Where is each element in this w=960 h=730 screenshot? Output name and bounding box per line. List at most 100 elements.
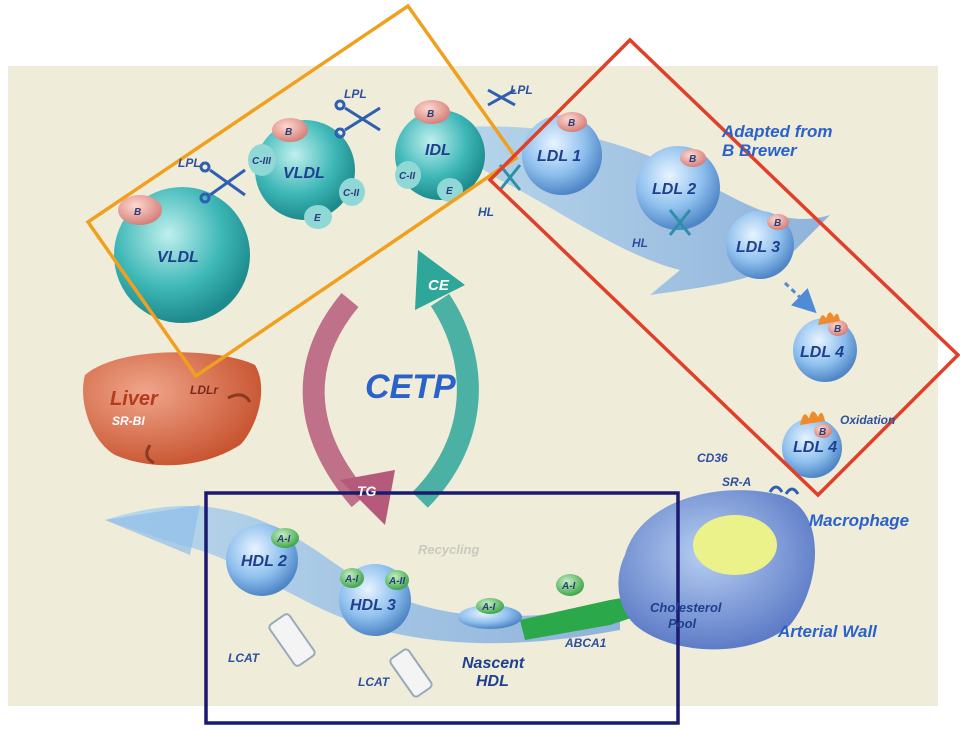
apo-a1-marker [476, 598, 504, 614]
apo-b-marker [828, 320, 848, 336]
apo-b-marker [272, 118, 308, 142]
ldl4-label: LDL 4 [800, 344, 844, 361]
oxidation-flame-icon [818, 312, 840, 325]
lcat-syringe-icon [268, 613, 316, 667]
vldl-large-label: VLDL [157, 249, 199, 266]
apo-b-marker [767, 214, 789, 230]
hdl2-label: HDL 2 [241, 553, 287, 570]
ldlr-receptor-icon [227, 393, 252, 403]
oxidation-flame-icon [800, 411, 825, 425]
apo-c2-label: C-II [343, 188, 359, 199]
apo-b-label: B [285, 127, 292, 138]
ldl1-label: LDL 1 [537, 148, 581, 165]
apo-b-marker [680, 149, 706, 167]
cetp-label: CETP [365, 368, 456, 406]
arterial-wall-label: Arterial Wall [777, 622, 878, 641]
source-credit-line1: Adapted from [721, 122, 833, 141]
apo-a1-marker [340, 568, 364, 588]
apo-e-label: E [314, 213, 321, 224]
apo-a1-label: A-I [481, 602, 496, 613]
apo-c3-label: C-III [252, 156, 271, 167]
nascent-hdl-particle [458, 605, 522, 629]
abca1-label: ABCA1 [564, 636, 607, 650]
srbi-label: SR-BI [112, 414, 145, 428]
apo-a1-marker [271, 528, 299, 548]
ce-arrow-head [415, 250, 465, 310]
cholesterol-pool-label-line1: Cholesterol [650, 600, 722, 615]
lcat-label: LCAT [228, 651, 261, 665]
liver-label: Liver [110, 388, 159, 410]
lcat-label: LCAT [358, 675, 391, 689]
liver-organ [83, 352, 262, 466]
nascent-hdl-label-line2: HDL [476, 673, 509, 690]
lipid-droplet [693, 515, 777, 575]
abca1-channel [520, 595, 640, 640]
apo-b-label: B [689, 154, 696, 165]
lcat-syringe-icon [389, 648, 433, 698]
ce-label: CE [428, 277, 450, 294]
apo-b-label: B [819, 427, 826, 438]
apo-e-label: E [446, 186, 453, 197]
ldl2-label: LDL 2 [652, 181, 696, 198]
lpl-scissors-icon [199, 161, 246, 204]
apo-b-marker [557, 112, 587, 132]
ldl3-label: LDL 3 [736, 239, 780, 256]
ldl2-particle [636, 146, 720, 230]
macrophage-label: Macrophage [809, 511, 909, 530]
cholesterol-pool-label-line2: Pool [668, 616, 697, 631]
apo-b-marker [414, 100, 450, 124]
apo-a1-label: A-I [276, 534, 291, 545]
ldl1-particle [522, 115, 602, 195]
tg-arrow-head [340, 470, 395, 525]
apo-e-marker [304, 205, 332, 229]
recycling-label: Recycling [418, 542, 479, 557]
apo-b-label: B [427, 109, 434, 120]
apo-c3-marker [248, 144, 276, 176]
cd36-label: CD36 [697, 451, 728, 465]
lpl-scissors-icon [334, 99, 381, 139]
scavenger-receptor-icon [768, 485, 800, 495]
apo-a2-marker [385, 570, 409, 590]
hdl-highlight-box [204, 491, 680, 725]
oxidation-label: Oxidation [840, 413, 895, 427]
apo-a1-label: A-I [344, 574, 359, 585]
vldl-particle [255, 120, 355, 220]
vldl-label: VLDL [283, 165, 325, 182]
cetp-tg-arrow [302, 292, 369, 508]
cetp-ce-arrow [412, 293, 479, 508]
apo-b-marker [118, 195, 162, 225]
hdl3-label: HDL 3 [350, 597, 396, 614]
lpl-label: LPL [510, 83, 533, 97]
apo-c2-marker [339, 178, 365, 206]
ldl-highlight-box [487, 37, 960, 498]
apo-b-label: B [834, 324, 841, 335]
sra-label: SR-A [722, 475, 751, 489]
apo-a2-label: A-II [388, 576, 405, 587]
vldl-idl-highlight-box [85, 3, 519, 379]
nascent-hdl-label-line1: Nascent [462, 655, 525, 672]
apo-c2-marker [395, 161, 421, 189]
apo-b-marker [814, 424, 832, 438]
apo-b-label: B [568, 118, 575, 129]
stream-tail [105, 505, 200, 555]
apo-b-label: B [134, 207, 141, 218]
lpl-label: LPL [178, 156, 201, 170]
apo-a1-label: A-I [561, 581, 576, 592]
hl-label: HL [632, 236, 648, 250]
apo-e-marker [437, 178, 463, 202]
lpl-label: LPL [344, 87, 367, 101]
ldl4-oxidized-label: LDL 4 [793, 439, 837, 456]
free-apo-a1-marker [556, 574, 584, 596]
apo-b-label: B [774, 218, 781, 229]
source-credit-line2: B Brewer [722, 141, 798, 160]
hl-label: HL [478, 205, 494, 219]
srbi-receptor-icon [145, 444, 155, 465]
hl-scissors-icon [498, 164, 522, 191]
idl-label: IDL [425, 142, 451, 159]
hl-scissors-icon [668, 209, 692, 236]
apo-c2-label: C-II [399, 171, 415, 182]
lpl-scissors-icon [487, 88, 516, 107]
tg-label: TG [357, 483, 377, 499]
